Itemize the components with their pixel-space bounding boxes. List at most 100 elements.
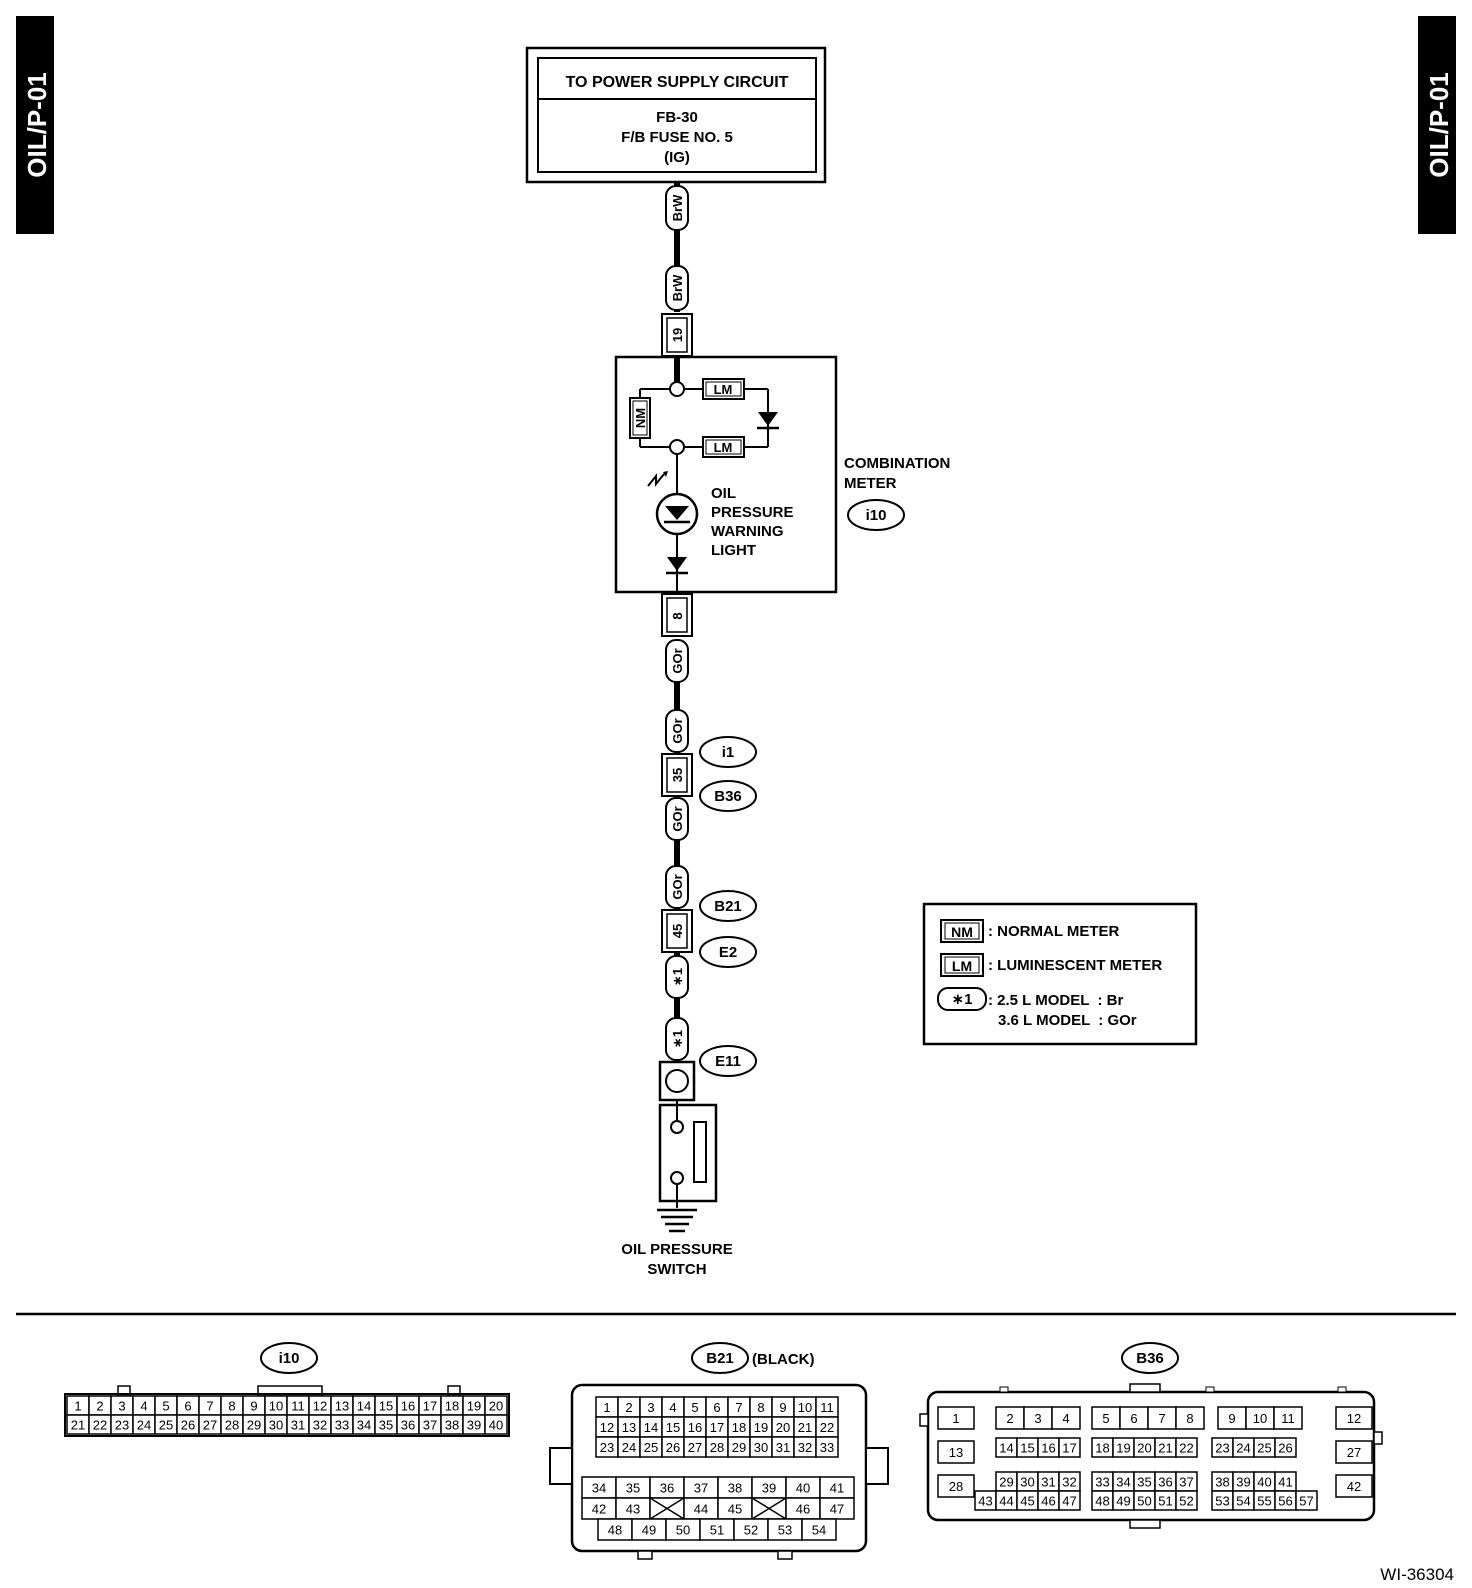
face-tag-b36: B36: [1121, 1342, 1179, 1374]
connector-pin-label: 20: [1137, 1441, 1151, 1456]
connector-pin-label: 5: [691, 1400, 698, 1415]
connector-pin-label: 14: [999, 1441, 1013, 1456]
connector-pin-label: 10: [798, 1400, 812, 1415]
connector-pin-label: 22: [93, 1418, 107, 1433]
connector-pin-label: 37: [694, 1481, 708, 1496]
connector-pin-label: 41: [830, 1481, 844, 1496]
connector-pin-label: 15: [666, 1420, 680, 1435]
connector-pin-label: 36: [660, 1481, 674, 1496]
svg-text:OIL/P-01: OIL/P-01: [1424, 72, 1454, 177]
connector-pin-label: 21: [71, 1418, 85, 1433]
connector-pin-label: 38: [445, 1418, 459, 1433]
connector-pin-label: 10: [269, 1399, 283, 1414]
connector-pin-label: 35: [626, 1481, 640, 1496]
connector-pin-label: 19: [467, 1399, 481, 1414]
connector-pin: [1175, 1490, 1198, 1511]
connector-pin: [1335, 1406, 1373, 1430]
connector-pin-label: 9: [779, 1400, 786, 1415]
connector-pin-label: 34: [592, 1481, 606, 1496]
connector-pin-label: 47: [830, 1502, 844, 1517]
connector-pin-label: 3: [1034, 1411, 1041, 1426]
svg-text:METER: METER: [844, 475, 897, 492]
connector-pin-label: 53: [1215, 1494, 1229, 1509]
svg-text:8: 8: [670, 612, 685, 619]
connector-pin-label: 16: [688, 1420, 702, 1435]
pin-8: 8: [661, 593, 693, 637]
connector-pin-label: 36: [401, 1418, 415, 1433]
connector-pin-label: 29: [999, 1475, 1013, 1490]
connector-pin-label: 25: [159, 1418, 173, 1433]
connector-pin-label: 17: [710, 1420, 724, 1435]
connector-pin-label: 9: [250, 1399, 257, 1414]
connector-pin-label: 22: [820, 1420, 834, 1435]
connector-pin-label: 37: [423, 1418, 437, 1433]
connector-pin-label: 55: [1257, 1494, 1271, 1509]
connector-pin-label: 56: [1278, 1494, 1292, 1509]
connector-pin-label: 34: [1116, 1475, 1130, 1490]
pin-19: 19: [661, 313, 693, 357]
connector-pin-label: 2: [1006, 1411, 1013, 1426]
connector-pin-label: 54: [812, 1523, 826, 1538]
connector-pin-label: 8: [228, 1399, 235, 1414]
connector-pin-label: 50: [1137, 1494, 1151, 1509]
connector-pin-label: 29: [732, 1440, 746, 1455]
wire-tag-gor-2: GOr: [665, 709, 689, 753]
connector-pin-label: 23: [600, 1440, 614, 1455]
connector-pin-label: 18: [732, 1420, 746, 1435]
connector-pin-label: 25: [644, 1440, 658, 1455]
connector-pin-label: 24: [137, 1418, 151, 1433]
connector-pin: [1335, 1440, 1373, 1464]
connector-pin-label: 38: [1215, 1475, 1229, 1490]
connector-pin-label: 20: [489, 1399, 503, 1414]
svg-text:BrW: BrW: [670, 274, 685, 301]
connector-tag-e2: E2: [699, 936, 757, 968]
pin-35: 35: [661, 753, 693, 797]
page-tag-left: OIL/P-01: [16, 16, 54, 234]
connector-pin-label: 2: [96, 1399, 103, 1414]
legend-nm-text: : NORMAL METER: [988, 923, 1120, 940]
connector-pin-label: 35: [1137, 1475, 1151, 1490]
connector-pin-label: 13: [622, 1420, 636, 1435]
connector-pin-label: 51: [1158, 1494, 1172, 1509]
connector-pin-label: 48: [1095, 1494, 1109, 1509]
connector-pin-label: 38: [728, 1481, 742, 1496]
connector-pin: [1335, 1474, 1373, 1498]
connector-pin: [1058, 1437, 1081, 1458]
connector-pin: [1274, 1437, 1297, 1458]
connector-pin: [815, 1436, 839, 1458]
connector-pin: [1273, 1406, 1303, 1430]
connector-pin-label: 16: [1041, 1441, 1055, 1456]
connector-pin-label: 49: [642, 1523, 656, 1538]
svg-text:B36: B36: [714, 788, 742, 805]
lm-box-top: LM: [714, 382, 733, 397]
connector-pin-label: 21: [798, 1420, 812, 1435]
legend-star-key: ∗1: [952, 991, 973, 1008]
svg-text:E11: E11: [715, 1053, 741, 1070]
connector-pin: [937, 1474, 975, 1498]
svg-text:B21: B21: [706, 1350, 734, 1367]
light-label-3: WARNING: [711, 523, 784, 540]
connector-pin-label: 26: [666, 1440, 680, 1455]
connector-pin-label: 32: [313, 1418, 327, 1433]
connector-pin-label: 6: [184, 1399, 191, 1414]
connector-pin-label: 18: [445, 1399, 459, 1414]
connector-pin-label: 50: [676, 1523, 690, 1538]
connector-pin-label: 11: [1281, 1411, 1295, 1426]
connector-pin-label: 11: [291, 1399, 305, 1414]
connector-pin-label: 40: [1257, 1475, 1271, 1490]
svg-text:COMBINATION: COMBINATION: [844, 455, 950, 472]
power-box-line3: (IG): [664, 149, 690, 166]
connector-pin-label: 8: [757, 1400, 764, 1415]
svg-text:45: 45: [670, 924, 685, 938]
connector-pin-label: 14: [357, 1399, 371, 1414]
svg-text:(BLACK): (BLACK): [752, 1351, 814, 1368]
connector-tag-b36: B36: [699, 780, 757, 812]
connector-pin-label: 12: [1347, 1411, 1361, 1426]
connector-pin-label: 52: [1179, 1494, 1193, 1509]
figure-id: WI-36304: [1380, 1565, 1454, 1584]
connector-pin: [1295, 1490, 1318, 1511]
connector-pin-label: 21: [1158, 1441, 1172, 1456]
connector-pin-label: 30: [1020, 1475, 1034, 1490]
connector-pin-label: 49: [1116, 1494, 1130, 1509]
